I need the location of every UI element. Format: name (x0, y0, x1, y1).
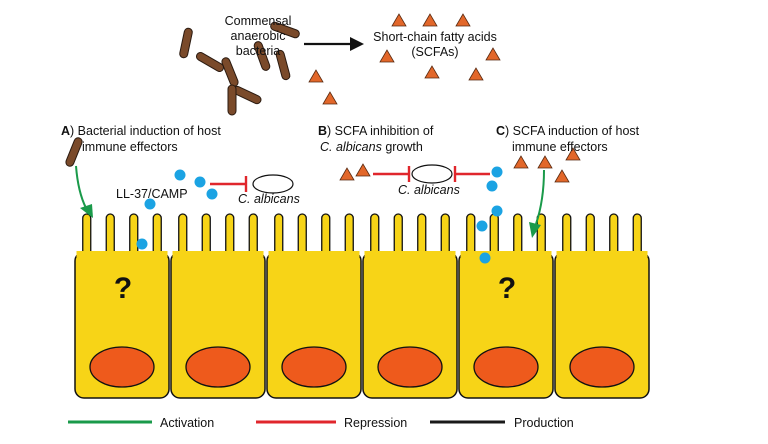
peptide-dot (136, 238, 148, 250)
peptide-dot (476, 220, 488, 232)
bacterium-rod (253, 41, 271, 71)
bacterium-rod (65, 137, 83, 167)
peptide-dots-a (136, 169, 218, 250)
panel-b-title-line2: C. albicans growth (320, 140, 423, 154)
activation-arrow-a (75, 165, 93, 218)
repression-bar-b-left (373, 166, 411, 182)
scfa-triangle (422, 13, 438, 27)
question-mark-cell-5: ? (498, 272, 516, 305)
panel-a-title-line2: immune effectors (82, 140, 178, 154)
bacterium-rod (270, 21, 300, 39)
cell-apex (364, 251, 456, 257)
peptide-dot (206, 188, 218, 200)
scfa-label-line1: Short-chain fatty acids (373, 30, 497, 44)
scfa-triangle (379, 49, 395, 63)
cell-apex (76, 251, 168, 257)
bacterium-rod (221, 57, 239, 87)
cell-nucleus (89, 346, 155, 388)
scfa-triangle (485, 47, 501, 61)
legend: Activation Repression Production (68, 416, 574, 430)
scfa-triangle (355, 163, 371, 177)
c-albicans-label-b: C. albicans (398, 183, 460, 197)
cell-apex (460, 251, 552, 257)
bacteria-label-line1: Commensal (225, 14, 292, 28)
peptide-dot (491, 205, 503, 217)
bacterium-rod (275, 49, 291, 81)
cell-apex (268, 251, 360, 257)
activation-arrow-c (529, 169, 545, 238)
c-albicans-cell-b (411, 164, 453, 184)
bacterium-rod (227, 84, 237, 116)
legend-activation-label: Activation (160, 416, 214, 430)
peptide-dot (174, 169, 186, 181)
cell-nucleus (569, 346, 635, 388)
bacteria-group (65, 21, 300, 167)
epithelial-cell-layer (74, 213, 650, 399)
scfa-triangle (513, 155, 529, 169)
bacteria-label-line2: anaerobic (231, 29, 286, 43)
panel-a-title: A) Bacterial induction of host (61, 124, 221, 138)
scfa-triangle (565, 147, 581, 161)
bacteria-label-line3: bacteria (236, 44, 281, 58)
scfa-triangle (468, 67, 484, 81)
scfa-triangle (322, 91, 338, 105)
question-mark-cell-1: ? (114, 272, 132, 305)
ll37-label: LL-37/CAMP (116, 187, 188, 201)
peptide-dot (194, 176, 206, 188)
peptide-dot (479, 252, 491, 264)
scfa-triangle (537, 155, 553, 169)
scfa-label-line2: (SCFAs) (411, 45, 458, 59)
repression-bar-b-right (453, 166, 490, 182)
cell-nucleus (377, 346, 443, 388)
cell-apex (172, 251, 264, 257)
c-albicans-label-a: C. albicans (238, 192, 300, 206)
scfa-triangle (554, 169, 570, 183)
legend-repression-label: Repression (344, 416, 407, 430)
cell-nucleus (185, 346, 251, 388)
panel-b-title: B) SCFA inhibition of (318, 124, 434, 138)
peptide-dot (486, 180, 498, 192)
scfa-triangle (455, 13, 471, 27)
bacterium-rod (179, 27, 193, 59)
c-albicans-cell-a (252, 174, 294, 194)
panel-c-title: C) SCFA induction of host (496, 124, 640, 138)
scfa-triangles (308, 13, 581, 183)
scfa-triangle (424, 65, 440, 79)
peptide-dot (491, 166, 503, 178)
peptide-dot (144, 198, 156, 210)
peptide-dots-c (476, 166, 503, 264)
repression-bar-a (210, 176, 248, 192)
cell-nucleus (473, 346, 539, 388)
scfa-triangle (308, 69, 324, 83)
scfa-triangle (391, 13, 407, 27)
bacterium-rod (195, 52, 225, 72)
cell-apex (556, 251, 648, 257)
scfa-triangle (339, 167, 355, 181)
panel-c-title-line2: immune effectors (512, 140, 608, 154)
production-arrow (304, 37, 364, 51)
legend-production-label: Production (514, 416, 574, 430)
cell-nucleus (281, 346, 347, 388)
